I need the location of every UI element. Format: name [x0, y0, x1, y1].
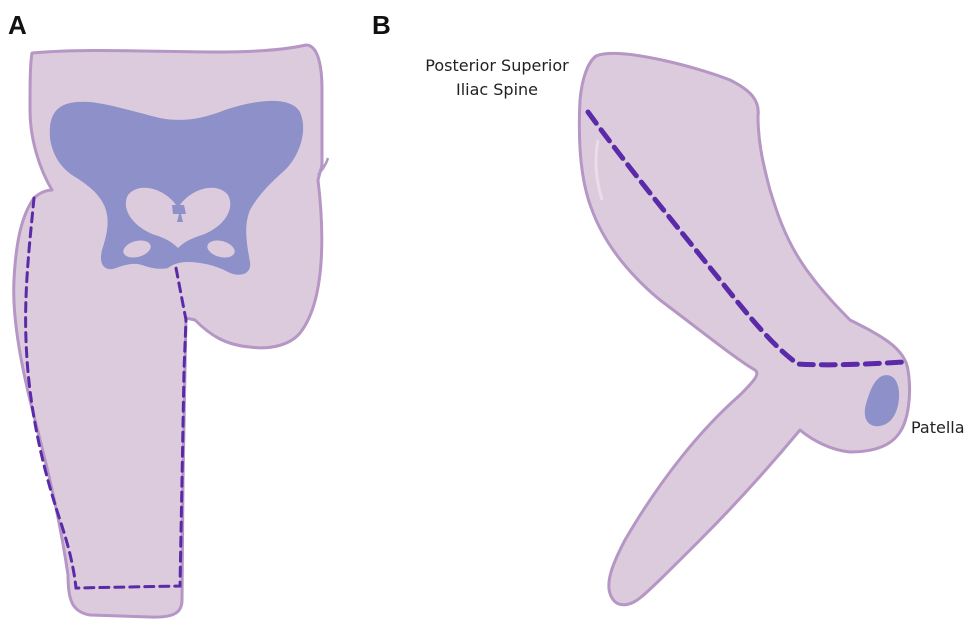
- patella-label: Patella: [911, 418, 965, 437]
- psis-label-line1: Posterior Superior: [425, 56, 569, 75]
- panel-b-lateral-view: Posterior Superior Iliac Spine Patella: [425, 53, 964, 604]
- panel-letter-a: A: [8, 10, 27, 40]
- panel-a-anterior-view: [14, 45, 328, 617]
- bent-leg-outline: [579, 53, 909, 604]
- psis-label-line2: Iliac Spine: [456, 80, 538, 99]
- panel-letter-b: B: [372, 10, 391, 40]
